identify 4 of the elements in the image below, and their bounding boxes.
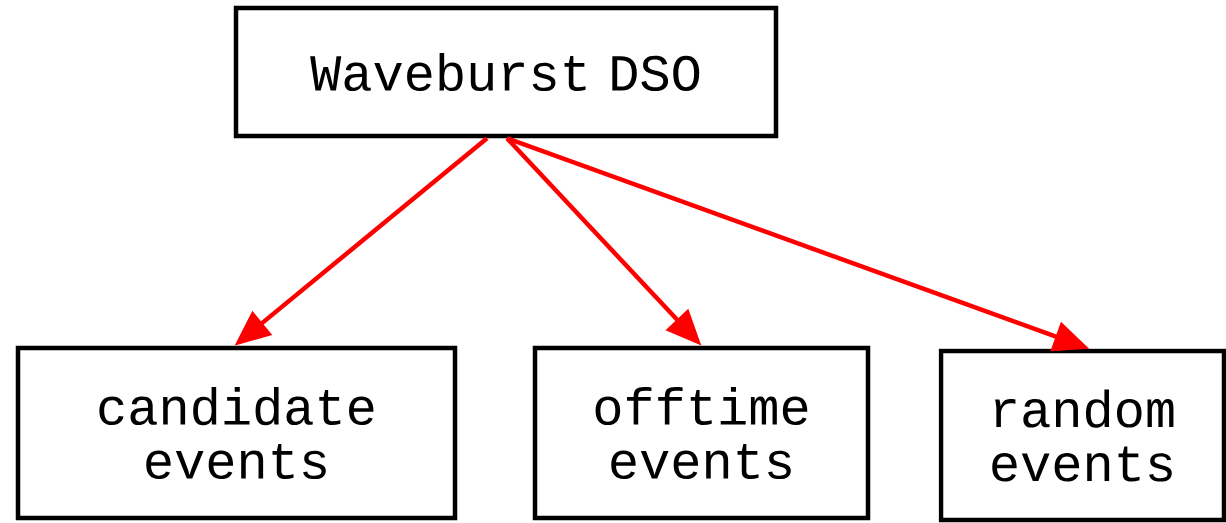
process-box: candidate events [15, 345, 458, 521]
process-box: Waveburst DSO [233, 5, 779, 139]
process-box: random events [938, 348, 1226, 523]
process-box: offtime events [532, 345, 871, 521]
